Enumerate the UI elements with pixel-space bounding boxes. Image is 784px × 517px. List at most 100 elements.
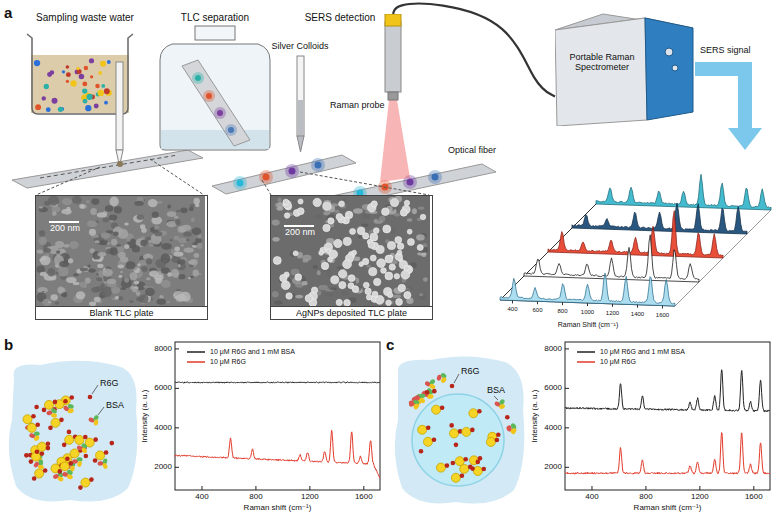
sem-grain bbox=[80, 204, 87, 209]
plot-frame bbox=[565, 342, 770, 490]
silver-nanoparticle bbox=[293, 251, 298, 256]
axis-title: Intensity (a. u.) bbox=[140, 390, 149, 443]
sem-grain bbox=[104, 282, 107, 284]
sem-grain bbox=[416, 234, 425, 240]
r6g-molecule bbox=[104, 450, 109, 455]
sem-grain bbox=[76, 291, 85, 299]
tick-mark bbox=[512, 300, 513, 303]
spot-halo bbox=[311, 158, 325, 172]
device-port bbox=[665, 48, 673, 56]
particle-group bbox=[23, 385, 114, 490]
silver-nanoparticle bbox=[455, 457, 464, 466]
sem-grain bbox=[83, 286, 86, 288]
r6g-molecule bbox=[69, 461, 74, 466]
silver-nanoparticle bbox=[404, 266, 409, 271]
r6g-molecule bbox=[451, 461, 456, 466]
tick-label: 8000 bbox=[544, 344, 562, 353]
zoom-line bbox=[150, 159, 204, 195]
spot-halo bbox=[203, 90, 215, 102]
legend-line bbox=[187, 361, 205, 363]
tick-label: 1600 bbox=[656, 311, 669, 318]
sem-grain bbox=[362, 213, 370, 219]
bsa-protein bbox=[66, 474, 73, 480]
leader-line bbox=[92, 385, 98, 394]
silver-nanoparticle bbox=[418, 425, 427, 434]
sem-grain bbox=[183, 232, 192, 237]
sem-texture bbox=[270, 195, 430, 320]
tick-label: 8000 bbox=[154, 344, 172, 353]
silver-nanoparticle bbox=[373, 228, 379, 234]
r6g-molecule bbox=[78, 485, 83, 490]
sem-grain bbox=[176, 210, 180, 212]
silver-nanoparticle bbox=[336, 213, 343, 220]
r6g-molecule bbox=[425, 390, 430, 395]
sem-grain bbox=[109, 214, 117, 220]
sem-grain bbox=[146, 258, 152, 264]
silver-nanoparticle bbox=[339, 201, 345, 207]
silver-nanoparticle bbox=[35, 469, 44, 478]
tick-label: 1400 bbox=[631, 310, 644, 317]
tick-label: 6000 bbox=[154, 384, 172, 393]
r6g-molecule bbox=[495, 438, 500, 443]
silver-nanoparticle bbox=[44, 400, 53, 409]
sem-grain bbox=[107, 242, 111, 245]
sem-grain bbox=[302, 255, 311, 261]
r6g-molecule bbox=[454, 443, 459, 448]
sem-grain bbox=[341, 291, 348, 296]
silver-nanoparticle bbox=[407, 229, 412, 234]
sem-grain bbox=[42, 291, 45, 293]
sem-grain bbox=[94, 240, 99, 243]
silver-nanoparticle bbox=[331, 276, 339, 284]
zoom-line bbox=[262, 180, 271, 195]
bsa-protein bbox=[77, 461, 83, 468]
sem-grain bbox=[132, 245, 140, 252]
device-front bbox=[555, 18, 647, 126]
tick-mark bbox=[637, 305, 638, 308]
tick-mark bbox=[537, 301, 538, 304]
silver-nanoparticle bbox=[371, 201, 377, 207]
spectrum-line bbox=[565, 433, 770, 474]
silver-nanoparticle bbox=[338, 270, 346, 278]
pollutant-dot bbox=[95, 84, 99, 88]
tick-mark bbox=[565, 467, 569, 468]
bsa-protein bbox=[57, 476, 64, 482]
pollutant-dot bbox=[46, 107, 51, 112]
r6g-molecule bbox=[43, 468, 48, 473]
tick-mark bbox=[175, 388, 179, 389]
separated-spot bbox=[432, 174, 439, 181]
sem-grain bbox=[152, 212, 159, 218]
sem-image: 200 nmAgNPs deposited TLC plate bbox=[270, 195, 433, 320]
sem-grain bbox=[354, 256, 361, 261]
sem-grain bbox=[79, 204, 84, 209]
sem-grain bbox=[55, 302, 60, 305]
sem-grain bbox=[295, 295, 303, 299]
sem-grain bbox=[418, 293, 426, 299]
sem-grain bbox=[91, 287, 99, 293]
sem-grain bbox=[394, 213, 400, 217]
sem-grain bbox=[275, 203, 280, 208]
sem-grain bbox=[139, 294, 148, 304]
pollutant-dot bbox=[98, 71, 102, 75]
sem-grain bbox=[190, 276, 194, 278]
r6g-molecule bbox=[24, 453, 29, 458]
sem-grain bbox=[62, 198, 73, 205]
sem-grain bbox=[91, 198, 99, 205]
sem-grain bbox=[66, 207, 70, 211]
silver-nanoparticle bbox=[311, 287, 317, 293]
silver-nanoparticle bbox=[382, 208, 390, 216]
sem-grain bbox=[137, 215, 144, 220]
pollutant-dot bbox=[79, 74, 85, 80]
sem-grain bbox=[154, 225, 159, 229]
r6g-molecule bbox=[67, 430, 72, 435]
sem-grain bbox=[58, 253, 62, 255]
silver-nanoparticle bbox=[60, 462, 69, 471]
sem-grain bbox=[120, 257, 128, 263]
r6g-molecule bbox=[58, 469, 63, 474]
sem-grain bbox=[286, 293, 296, 299]
sem-grain bbox=[97, 212, 107, 217]
sem-grain bbox=[143, 285, 147, 287]
silver-nanoparticle bbox=[383, 225, 391, 233]
separated-spot bbox=[315, 162, 322, 169]
sem-grain bbox=[111, 286, 120, 293]
spectra-stack bbox=[500, 174, 771, 308]
